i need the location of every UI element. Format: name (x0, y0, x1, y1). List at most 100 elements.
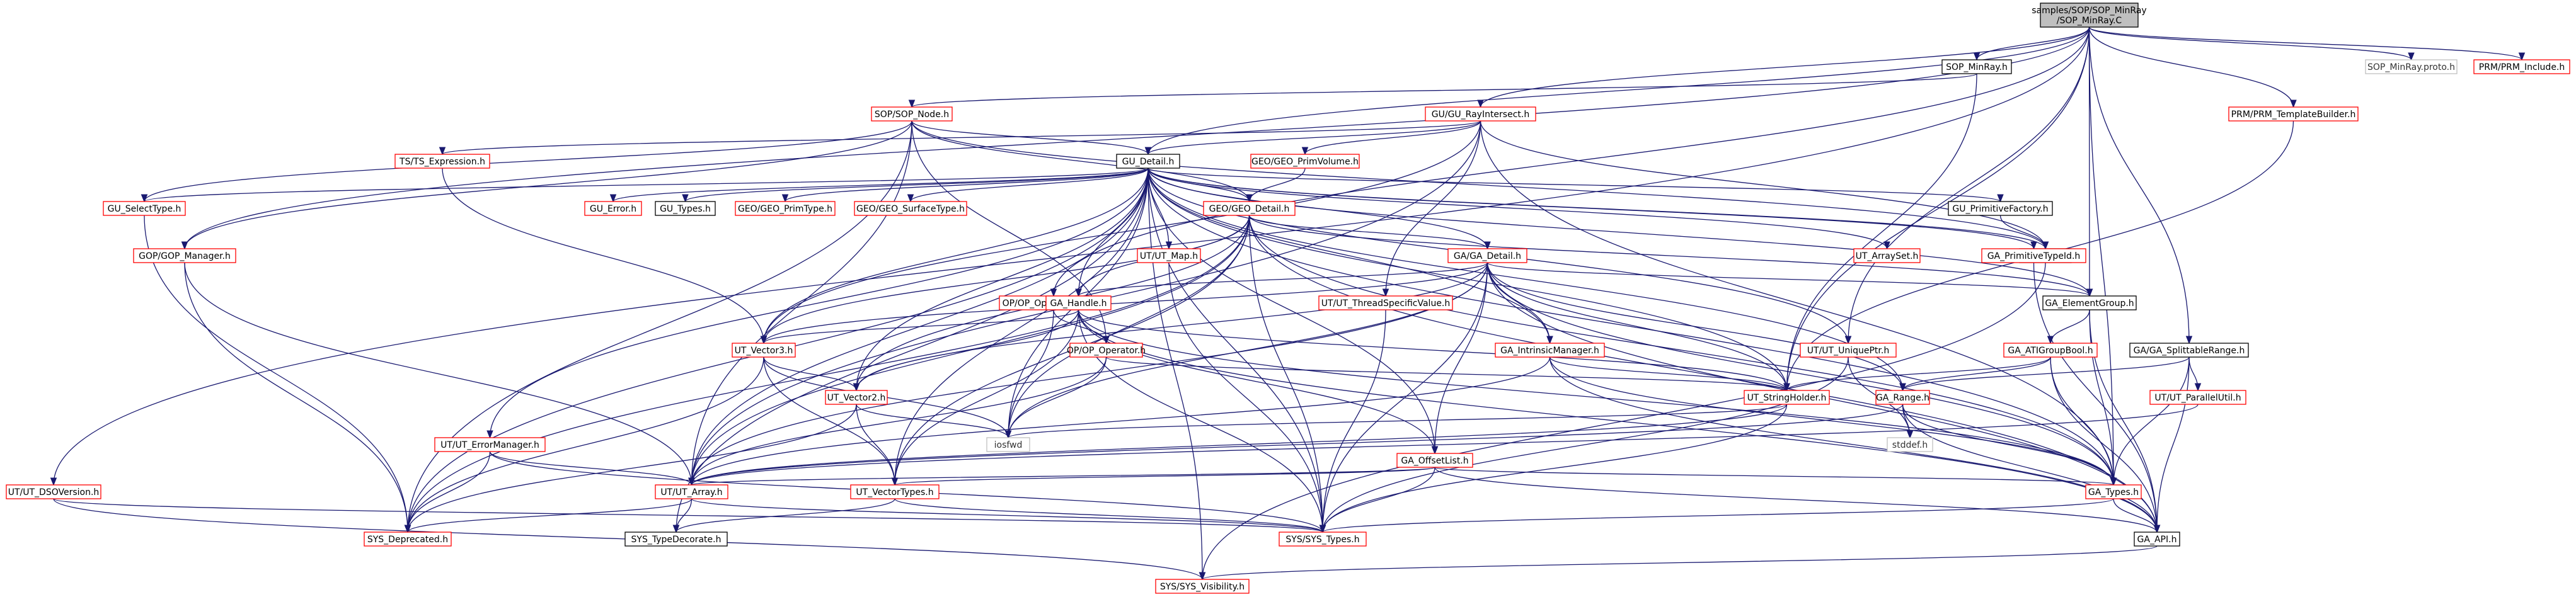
node-sop-node[interactable]: SOP/SOP_Node.h (871, 106, 953, 122)
node-ga-range[interactable]: GA_Range.h (1875, 390, 1930, 405)
node-box (2042, 295, 2137, 310)
node-label: GEO/GEO_SurfaceType.h (856, 204, 965, 214)
node-ut-errormanager[interactable]: UT/UT_ErrorManager.h (434, 437, 546, 452)
node-box (850, 484, 940, 499)
edge-ut_array-to-sys_deprecated (408, 498, 693, 533)
node-ut-stringholder[interactable]: UT_StringHolder.h (1744, 390, 1830, 405)
node-box (1800, 343, 1897, 358)
node-geo-surfacetype[interactable]: GEO/GEO_SurfaceType.h (854, 201, 967, 216)
node-ut-array[interactable]: UT/UT_Array.h (655, 484, 728, 499)
node-ut-threadspecificvalue[interactable]: UT/UT_ThreadSpecificValue.h (1318, 295, 1453, 310)
edge-ga_range-to-ga_types (1902, 404, 2114, 485)
node-iosfwd[interactable]: iosfwd (986, 437, 1030, 452)
node-prm-templatebuilder[interactable]: PRM/PRM_TemplateBuilder.h (2228, 106, 2359, 122)
node-ut-vector2[interactable]: UT_Vector2.h (825, 390, 888, 405)
node-ut-map[interactable]: UT/UT_Map.h (1137, 248, 1201, 263)
edge-ga_offsetlist-to-ut_vectortypes (895, 467, 1435, 486)
node-ut-dsoversion[interactable]: UT/UT_DSOVersion.h (6, 484, 101, 499)
node-gu-error[interactable]: GU_Error.h (584, 201, 642, 216)
edge-geo_detail-to-ga_detail (1248, 215, 1488, 249)
node-ts-expression[interactable]: TS/TS_Expression.h (394, 154, 490, 169)
node-sop-minray-proto[interactable]: SOP_MinRay.proto.h (2365, 59, 2458, 74)
node-ga-api[interactable]: GA_API.h (2134, 532, 2180, 547)
node-label: GEO/GEO_PrimType.h (738, 204, 832, 214)
edge-ga_splittablerange-to-ga_api (2157, 356, 2190, 532)
node-gu-types[interactable]: GU_Types.h (655, 201, 716, 216)
node-box (2129, 343, 2249, 358)
node-ut-uniqueptr[interactable]: UT/UT_UniquePtr.h (1800, 343, 1897, 358)
edge-ga_elementgroup-to-ga_types (2089, 309, 2113, 485)
node-label: GU_Error.h (590, 204, 636, 214)
node-ga-offsetlist[interactable]: GA_OffsetList.h (1396, 453, 1473, 468)
node-sys-types[interactable]: SYS/SYS_Types.h (1279, 532, 1367, 547)
edge-gu_rayintersect-to-ts_expression (442, 120, 1481, 155)
edge-gu_rayintersect-to-ut_vector3 (764, 120, 1481, 343)
edge-ut_stringholder-to-ut_array (692, 404, 1788, 486)
node-box (2473, 59, 2570, 74)
node-op-operator[interactable]: OP/OP_Operator.h (1067, 343, 1146, 358)
edge-gu_rayintersect-to-ut_threadspecificvalue (1386, 120, 1481, 296)
node-sys-typedecorate[interactable]: SYS_TypeDecorate.h (624, 532, 728, 547)
edge-ut_vector2-to-iosfwd (856, 404, 1008, 438)
node-ut-vector3[interactable]: UT_Vector3.h (732, 343, 796, 358)
node-geo-detail[interactable]: GEO/GEO_Detail.h (1203, 201, 1296, 216)
node-gop-manager[interactable]: GOP/GOP_Manager.h (133, 248, 236, 263)
node-label: GA_API.h (2137, 535, 2177, 545)
node-prm-include[interactable]: PRM/PRM_Include.h (2473, 59, 2570, 74)
node-ut-arrayset[interactable]: UT_ArraySet.h (1853, 248, 1921, 263)
edge-ut_vector3-to-ut_vectortypes (763, 356, 895, 485)
node-ga-intrinsicmanager[interactable]: GA_IntrinsicManager.h (1495, 343, 1605, 358)
node-label: SOP_MinRay.proto.h (2367, 62, 2455, 72)
node-label: SYS/SYS_Visibility.h (1160, 582, 1245, 592)
edge-op_operator-to-iosfwd (1008, 356, 1107, 438)
edge-root-to-sop_minray_proto (2088, 26, 2412, 60)
node-ga-types[interactable]: GA_Types.h (2085, 484, 2142, 499)
edge-ut_vector2-to-sys_deprecated (408, 404, 857, 532)
edge-ga_offsetlist-to-ga_types (1434, 467, 2113, 486)
edge-ut_array-to-sys_types (691, 498, 1323, 533)
node-geo-primvolume[interactable]: GEO/GEO_PrimVolume.h (1250, 154, 1360, 169)
node-ga-splittablerange[interactable]: GA/GA_SplittableRange.h (2129, 343, 2249, 358)
node-geo-primtype[interactable]: GEO/GEO_PrimType.h (735, 201, 836, 216)
node-gu-primitivefactory[interactable]: GU_PrimitiveFactory.h (1948, 201, 2053, 216)
edge-ts_expression-to-ut_vector3 (442, 168, 764, 343)
edge-root-to-gop_manager (185, 26, 2090, 249)
node-label: GOP/GOP_Manager.h (139, 251, 231, 261)
node-box (1318, 295, 1453, 310)
node-box (1447, 248, 1527, 263)
node-label: GA/GA_Detail.h (1454, 251, 1521, 261)
node-box (2228, 106, 2359, 122)
edge-ga_atigroupbool-to-ga_api (2050, 356, 2157, 532)
node-root[interactable]: samples/SOP/SOP_MinRay/SOP_MinRay.C (2032, 3, 2147, 28)
edge-root-to-op_operatortable (1054, 26, 2090, 296)
node-ga-detail[interactable]: GA/GA_Detail.h (1447, 248, 1527, 263)
edge-ut_vectortypes-to-sys_typedecorate (676, 498, 895, 533)
node-ga-primitivetypeid[interactable]: GA_PrimitiveTypeId.h (1981, 248, 2086, 263)
node-gu-rayintersect[interactable]: GU/GU_RayIntersect.h (1425, 106, 1536, 122)
node-box (986, 437, 1030, 452)
node-stddef[interactable]: stddef.h (1887, 437, 1933, 452)
node-layer: samples/SOP/SOP_MinRay/SOP_MinRay.C SOP_M… (6, 3, 2570, 594)
node-ga-elementgroup[interactable]: GA_ElementGroup.h (2042, 295, 2137, 310)
edge-ut_vector2-to-ut_vectortypes (856, 404, 895, 485)
node-box (1941, 59, 2012, 74)
edge-geo_detail-to-ut_vector3 (764, 215, 1250, 343)
node-ga-handle[interactable]: GA_Handle.h (1045, 295, 1112, 310)
node-label: GA_Handle.h (1050, 298, 1107, 309)
node-box (2003, 343, 2098, 358)
node-gu-detail[interactable]: GU_Detail.h (1116, 154, 1180, 169)
edge-ga_handle-to-ga_offsetlist (1078, 309, 1435, 453)
edge-ga_splittablerange-to-ga_range (1903, 356, 2190, 391)
node-label: OP/OP_Operator.h (1067, 346, 1146, 356)
node-ut-vectortypes[interactable]: UT_VectorTypes.h (850, 484, 940, 499)
edge-ga_atigroupbool-to-ga_range (1903, 356, 2051, 391)
node-ut-parallelutil[interactable]: UT/UT_ParallelUtil.h (2149, 390, 2246, 405)
node-sys-deprecated[interactable]: SYS_Deprecated.h (364, 532, 452, 547)
node-sys-visibility[interactable]: SYS/SYS_Visibility.h (1155, 579, 1250, 594)
node-gu-selecttype[interactable]: GU_SelectType.h (103, 201, 186, 216)
edge-root-to-prm_templatebuilder (2088, 26, 2294, 107)
edge-gu_primitivefactory-to-gu_api (1999, 215, 2046, 249)
node-ga-atigroupbool[interactable]: GA_ATIGroupBool.h (2003, 343, 2098, 358)
node-sop-minray[interactable]: SOP_MinRay.h (1941, 59, 2012, 74)
